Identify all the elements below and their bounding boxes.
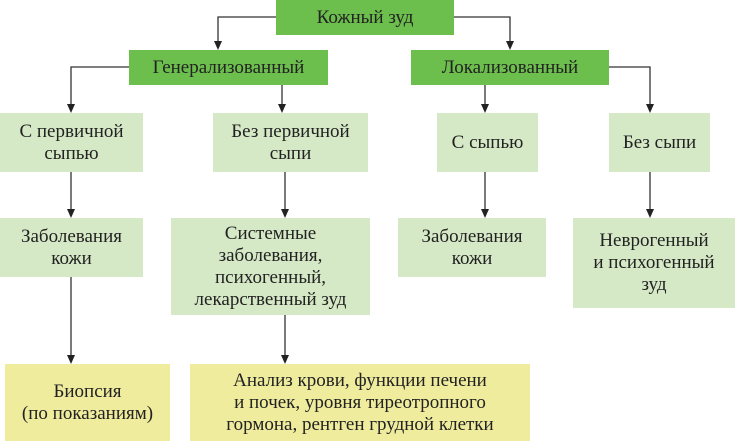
arrow-root-localized — [454, 16, 511, 42]
arrowhead — [214, 41, 222, 50]
node-with-rash: С сыпью — [437, 113, 538, 172]
arrowhead — [646, 209, 654, 218]
arrow-root-generalized — [217, 16, 276, 42]
node-localized: Локализованный — [411, 50, 609, 85]
node-biopsy: Биопсия (по показаниям) — [5, 364, 170, 441]
node-generalized: Генерализованный — [129, 50, 328, 85]
arrow-gen-primary — [70, 66, 129, 105]
arrowhead — [506, 41, 514, 50]
arrowhead — [481, 209, 489, 218]
node-neurogenic: Неврогенный и психогенный зуд — [573, 218, 735, 308]
node-tests: Анализ крови, функции печени и почек, ур… — [190, 364, 530, 441]
arrowhead — [646, 104, 654, 113]
arrowhead — [67, 355, 75, 364]
node-without-primary-rash: Без первичной сыпи — [213, 113, 368, 172]
arrowhead — [67, 209, 75, 218]
arrowhead — [281, 355, 289, 364]
arrow-loc-norash — [609, 66, 651, 105]
arrowhead — [481, 104, 489, 113]
arrowhead — [281, 209, 289, 218]
node-skin-diseases-1: Заболевания кожи — [0, 218, 143, 277]
arrowhead — [67, 104, 75, 113]
node-systemic: Системные заболевания, психогенный, лека… — [171, 218, 370, 315]
node-skin-diseases-2: Заболевания кожи — [398, 218, 546, 277]
node-with-primary-rash: С первичной сыпью — [0, 113, 143, 172]
node-without-rash: Без сыпи — [609, 113, 710, 172]
arrowhead — [278, 104, 286, 113]
node-root: Кожный зуд — [276, 0, 454, 35]
